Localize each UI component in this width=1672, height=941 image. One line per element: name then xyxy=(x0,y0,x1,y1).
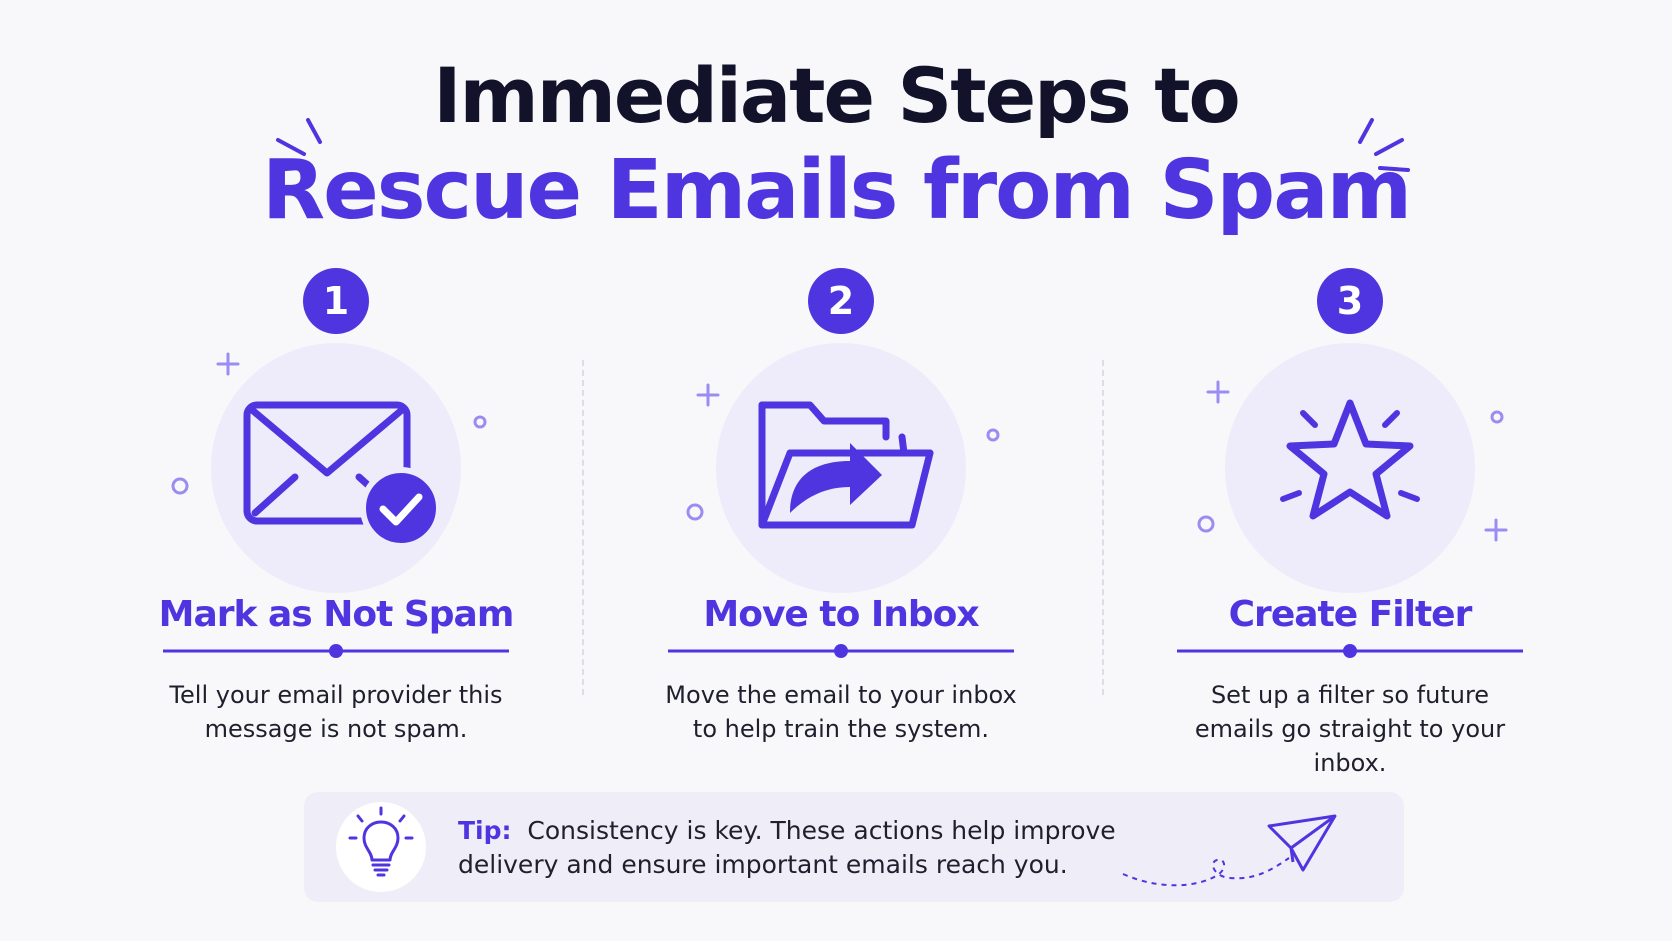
ring-deco-icon xyxy=(986,428,1000,442)
tip-label: Tip: xyxy=(458,816,512,845)
step-title: Create Filter xyxy=(1228,594,1473,635)
title-underline xyxy=(163,644,509,658)
column-divider xyxy=(582,360,584,695)
step-card-2: 2 Move to Inbox Move the email to your i… xyxy=(661,268,1021,748)
tip-message: Consistency is key. These actions help i… xyxy=(458,816,1116,879)
ring-deco-icon xyxy=(686,503,704,521)
burst-left-icon xyxy=(270,118,322,172)
ring-deco-icon xyxy=(1490,410,1504,424)
step-description: Tell your email provider this message is… xyxy=(169,681,503,743)
tip-box: Tip: Consistency is key. These actions h… xyxy=(304,792,1404,902)
title-line-1: Immediate Steps to xyxy=(433,51,1241,140)
lightbulb-icon xyxy=(336,802,426,892)
title-line-2: Rescue Emails from Spam xyxy=(261,143,1412,238)
ring-deco-icon xyxy=(473,415,487,429)
step-title: Move to Inbox xyxy=(703,594,979,635)
plus-deco-icon xyxy=(696,383,720,407)
step-card-1: 1 Mark as Not Spam Tell your email provi… xyxy=(156,268,516,748)
step-description: Set up a filter so future emails go stra… xyxy=(1194,681,1506,777)
ring-deco-icon xyxy=(1197,515,1215,533)
burst-right-icon xyxy=(1358,118,1410,172)
envelope-check-icon xyxy=(211,343,461,593)
step-number-badge: 1 xyxy=(303,268,369,334)
tip-text: Tip: Consistency is key. These actions h… xyxy=(458,814,1178,882)
step-number-badge: 3 xyxy=(1317,268,1383,334)
ring-deco-icon xyxy=(171,477,189,495)
step-card-3: 3 Create Filter Set up a filter so futur… xyxy=(1170,268,1530,777)
plus-deco-icon xyxy=(216,352,240,376)
column-divider xyxy=(1102,360,1104,695)
title-underline xyxy=(668,644,1014,658)
step-description: Move the email to your inbox to help tra… xyxy=(665,681,1017,743)
paper-plane-icon xyxy=(1122,814,1337,887)
step-title: Mark as Not Spam xyxy=(158,594,515,635)
plus-deco-icon xyxy=(1206,380,1230,404)
star-icon xyxy=(1225,343,1475,593)
folder-move-icon xyxy=(716,343,966,593)
title-underline xyxy=(1177,644,1523,658)
plus-deco-icon xyxy=(1484,518,1508,542)
step-number-badge: 2 xyxy=(808,268,874,334)
